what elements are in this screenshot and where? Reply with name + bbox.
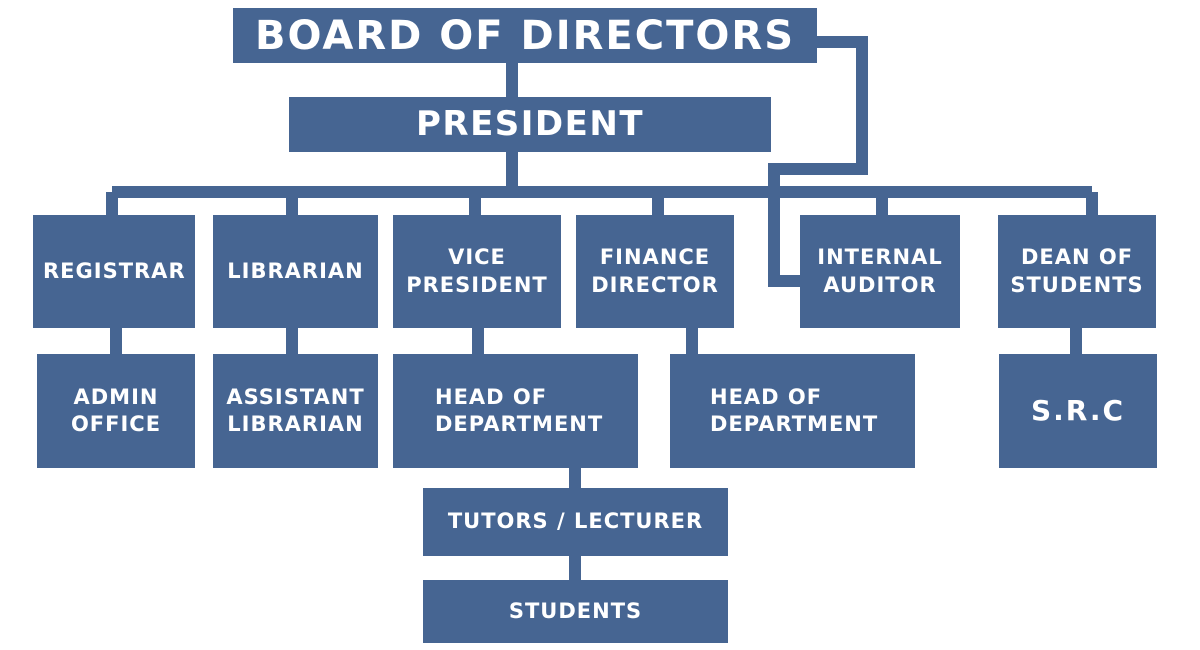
vice-president-label: VICE PRESIDENT (406, 245, 548, 297)
dean-of-students-box: DEAN OF STUDENTS (998, 215, 1156, 328)
dean-of-students-label: DEAN OF STUDENTS (1010, 245, 1144, 297)
src-label: S.R.C (1030, 393, 1126, 427)
board-of-directors-box: BOARD OF DIRECTORS (233, 8, 817, 63)
connector-board-auditor (768, 36, 868, 287)
fd-head-of-department-label: HEAD OF DEPARTMENT (710, 384, 879, 436)
admin-office-label: ADMIN OFFICE (70, 384, 162, 436)
fd-head-of-department-box: HEAD OF DEPARTMENT (670, 354, 915, 468)
assistant-librarian-box: ASSISTANT LIBRARIAN (213, 354, 378, 468)
librarian-label: LIBRARIAN (227, 258, 364, 283)
internal-auditor-box: INTERNAL AUDITOR (800, 215, 960, 328)
librarian-box: LIBRARIAN (213, 215, 378, 328)
board-of-directors-label: BOARD OF DIRECTORS (254, 12, 796, 59)
tutors-lecturer-label: TUTORS / LECTURER (447, 509, 704, 534)
finance-director-label: FINANCE DIRECTOR (591, 245, 719, 297)
registrar-label: REGISTRAR (43, 258, 186, 283)
president-label: PRESIDENT (415, 104, 645, 145)
assistant-librarian-label: ASSISTANT LIBRARIAN (226, 384, 365, 436)
vp-head-of-department-box: HEAD OF DEPARTMENT (393, 354, 638, 468)
registrar-box: REGISTRAR (33, 215, 195, 328)
internal-auditor-label: INTERNAL AUDITOR (817, 245, 943, 297)
president-box: PRESIDENT (289, 97, 771, 152)
finance-director-box: FINANCE DIRECTOR (576, 215, 734, 328)
vp-head-of-department-label: HEAD OF DEPARTMENT (435, 384, 604, 436)
src-box: S.R.C (999, 354, 1157, 468)
students-label: STUDENTS (508, 598, 643, 623)
students-box: STUDENTS (423, 580, 728, 643)
vice-president-box: VICE PRESIDENT (393, 215, 561, 328)
tutors-lecturer-box: TUTORS / LECTURER (423, 488, 728, 556)
admin-office-box: ADMIN OFFICE (37, 354, 195, 468)
